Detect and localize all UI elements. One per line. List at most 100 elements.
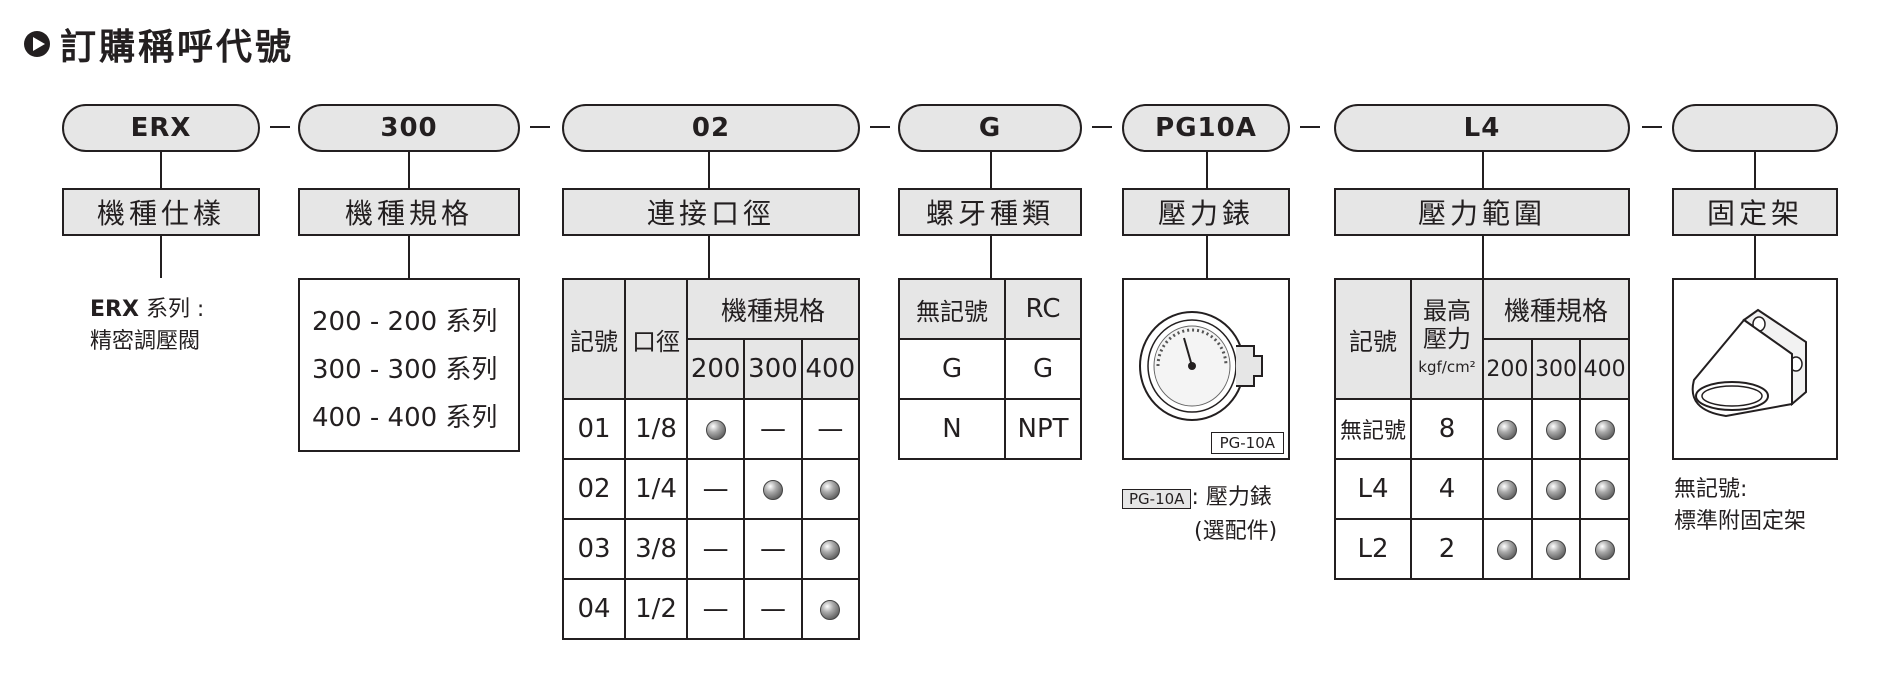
cell-avail <box>1579 458 1630 520</box>
table-row: L2 2 <box>1334 518 1630 580</box>
table-row: 無記號 8 <box>1334 398 1630 460</box>
connector-line <box>708 236 710 278</box>
available-dot-icon <box>820 599 841 620</box>
table-header-model: 200 <box>1482 338 1533 400</box>
gauge-note-text: : 壓力錶 <box>1191 485 1272 510</box>
series-note-line1: 系列 : <box>145 297 205 322</box>
table-header-model: 200 <box>685 338 746 400</box>
cell-code: 04 <box>562 578 626 640</box>
cell-code: L4 <box>1334 458 1412 520</box>
cell-pressure: 8 <box>1410 398 1484 460</box>
cell-avail: — <box>685 518 746 580</box>
connector-line <box>408 236 410 278</box>
cell-pressure: 4 <box>1410 458 1484 520</box>
bracket-image-box <box>1672 278 1838 460</box>
label-port: 連接口徑 <box>562 188 860 236</box>
thread-type-table: 無記號 RC G G N NPT <box>897 278 1082 460</box>
cell-avail <box>685 398 746 460</box>
table-header-group: 機種規格 <box>686 278 860 340</box>
table-header-model: 400 <box>800 338 861 400</box>
cell-avail <box>800 458 861 520</box>
cell-avail <box>743 458 803 520</box>
available-dot-icon <box>1594 419 1615 440</box>
cell-code: 02 <box>562 458 626 520</box>
label-gauge: 壓力錶 <box>1122 188 1290 236</box>
cell-avail <box>1482 518 1533 580</box>
connector-line <box>1754 152 1756 188</box>
connector-line <box>990 152 992 188</box>
separator-dash <box>530 126 550 128</box>
bracket-note-line1: 無記號: <box>1674 477 1748 502</box>
cell-avail <box>1530 518 1582 580</box>
series-note-line2: 精密調壓閥 <box>90 329 201 354</box>
available-dot-icon <box>1545 419 1566 440</box>
table-header-cell: RC <box>1004 278 1082 340</box>
connector-line <box>1482 152 1484 188</box>
spec-item: 300 - 300 系列 <box>312 355 498 385</box>
pressure-range-table: 記號 最高 壓力 kgf/cm² 機種規格 200 300 400 無記號 8 … <box>1334 278 1630 580</box>
bracket-note-line2: 標準附固定架 <box>1674 509 1807 534</box>
table-row: N NPT <box>897 398 1082 460</box>
gauge-tag: PG-10A <box>1210 432 1284 454</box>
spec-item: 200 - 200 系列 <box>312 307 498 337</box>
table-header-model: 300 <box>1530 338 1582 400</box>
gauge-image-box: PG-10A <box>1122 278 1290 460</box>
page-title: 訂購稱呼代號 <box>24 18 294 70</box>
code-pill-spec: 300 <box>298 104 520 152</box>
connector-line <box>160 152 162 188</box>
connector-line <box>1206 236 1208 278</box>
separator-dash <box>270 126 290 128</box>
spec-item: 400 - 400 系列 <box>312 403 498 433</box>
code-pill-bracket <box>1672 104 1838 152</box>
play-circle-icon <box>24 31 50 57</box>
cell-size: 1/8 <box>624 398 688 460</box>
cell-avail <box>800 578 861 640</box>
connector-line <box>990 236 992 278</box>
code-pill-pressure: L4 <box>1334 104 1630 152</box>
cell-size: 3/8 <box>624 518 688 580</box>
gauge-note: PG-10A: 壓力錶 <box>1122 482 1272 515</box>
available-dot-icon <box>820 479 841 500</box>
table-row: L4 4 <box>1334 458 1630 520</box>
cell-avail: — <box>743 398 803 460</box>
table-header-model: 300 <box>743 338 803 400</box>
series-note-bold: ERX <box>90 297 139 322</box>
bracket-note: 無記號: 標準附固定架 <box>1674 474 1806 538</box>
table-row: 02 1/4 — <box>562 458 861 520</box>
separator-dash <box>1300 126 1320 128</box>
table-header-model: 400 <box>1579 338 1630 400</box>
cell-avail: — <box>743 578 803 640</box>
table-header-code: 記號 <box>1334 278 1412 400</box>
cell-pressure: 2 <box>1410 518 1484 580</box>
available-dot-icon <box>762 479 783 500</box>
series-note: ERX 系列 : 精密調壓閥 <box>90 294 204 358</box>
table-row: 03 3/8 — — <box>562 518 861 580</box>
cell-code: 01 <box>562 398 626 460</box>
cell-size: 1/4 <box>624 458 688 520</box>
separator-dash <box>1642 126 1662 128</box>
label-model: 機種仕樣 <box>62 188 260 236</box>
available-dot-icon <box>1545 479 1566 500</box>
table-header-unit: kgf/cm² <box>1418 358 1476 376</box>
mounting-bracket-icon <box>1691 308 1807 418</box>
cell-avail: — <box>743 518 803 580</box>
gauge-note-tag: PG-10A <box>1122 489 1192 509</box>
cell-avail <box>1482 458 1533 520</box>
cell-avail <box>800 518 861 580</box>
table-row: 04 1/2 — — <box>562 578 861 640</box>
table-header-max-1: 最高 <box>1423 297 1471 325</box>
connector-line <box>1206 152 1208 188</box>
connector-line <box>1482 236 1484 278</box>
available-dot-icon <box>1497 539 1518 560</box>
table-row: G G <box>897 338 1082 400</box>
table-cell: NPT <box>1004 398 1082 460</box>
table-header-max-2: 壓力 <box>1423 325 1471 353</box>
available-dot-icon <box>1497 419 1518 440</box>
table-row: 01 1/8 — — <box>562 398 861 460</box>
pressure-gauge-icon <box>1139 311 1263 421</box>
available-dot-icon <box>1545 539 1566 560</box>
code-pill-gauge: PG10A <box>1122 104 1290 152</box>
separator-dash <box>1092 126 1112 128</box>
table-header-size: 口徑 <box>624 278 688 400</box>
code-pill-model: ERX <box>62 104 260 152</box>
